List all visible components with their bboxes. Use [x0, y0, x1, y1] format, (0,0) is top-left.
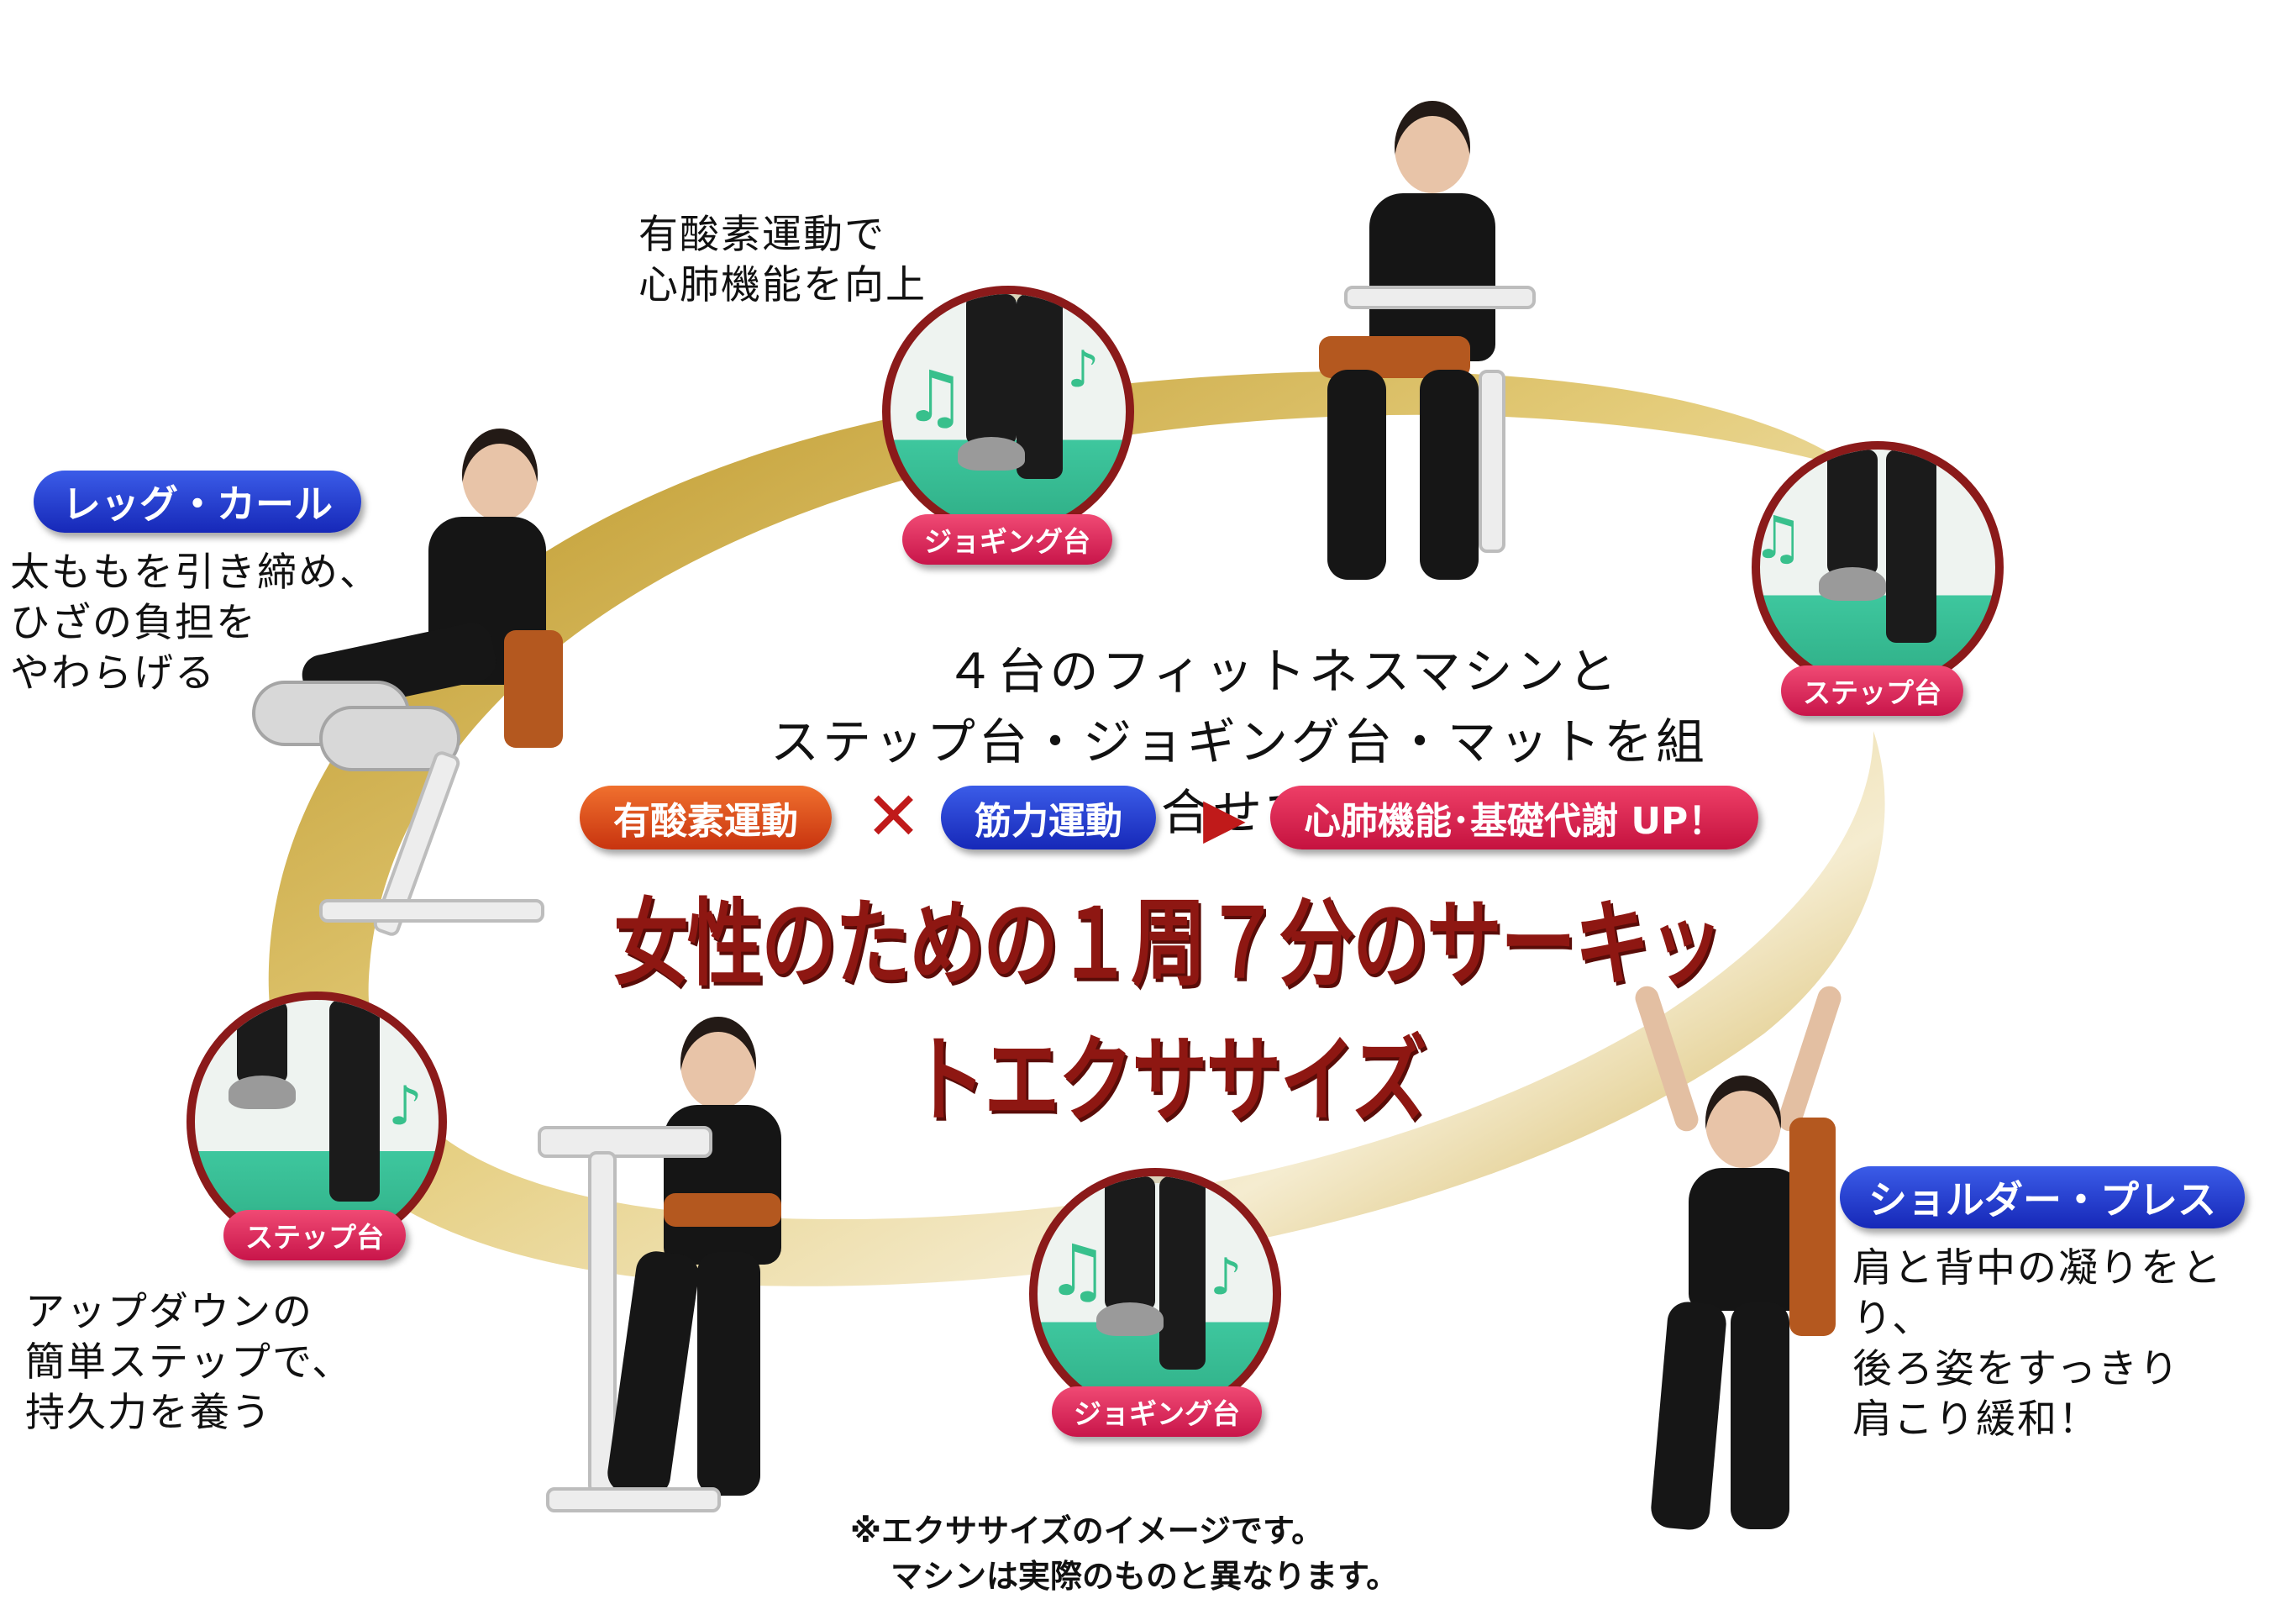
figure-chest-machine: [538, 1017, 790, 1538]
jogging-label-top: ジョギング台: [902, 514, 1112, 565]
music-note-icon: ♪: [1067, 340, 1100, 399]
aerobic-pill: 有酸素運動: [580, 786, 832, 849]
times-icon: ✕: [865, 777, 922, 855]
shoulder-press-desc: 肩と背中の凝りをとり、 後ろ姿をすっきり 肩こり緩和！: [1852, 1245, 2223, 1443]
jogging-circle-top: ♫ ♪: [882, 286, 1134, 538]
footnote-line2: マシンは実際のものと異なります。: [891, 1558, 1399, 1595]
arrow-right-icon: ▶: [1203, 786, 1246, 850]
music-note-double-icon: ♫: [903, 355, 967, 438]
music-note-icon: ♪: [388, 1076, 423, 1138]
aerobic-desc: 有酸素運動で 心肺機能を向上: [638, 212, 927, 308]
step-updown-desc: アップダウンの 簡単ステップで、 持久力を養う: [25, 1289, 354, 1436]
figure-leg-curl: [235, 429, 588, 949]
footnote: ※エクササイズのイメージです。 マシンは実際のものと異なります。: [850, 1508, 1398, 1599]
headline-line2: ステップ台・ジョギング台・マットを組合せて: [770, 713, 1708, 841]
figure-top-machine: [1277, 101, 1554, 597]
leg-curl-desc: 太ももを引き締め、 ひざの負担を やわらげる: [10, 550, 381, 697]
music-note-double-icon: ♫: [1046, 1229, 1110, 1312]
strength-pill: 筋力運動: [941, 786, 1156, 849]
music-note-icon: ♪: [1210, 1248, 1243, 1307]
music-note-double-icon: ♫: [1752, 503, 1805, 572]
leg-curl-label: レッグ・カール: [34, 471, 361, 533]
figure-shoulder-press: [1596, 966, 1848, 1532]
step-label-left: ステップ台: [223, 1210, 406, 1260]
jogging-circle-bottom: ♫ ♪: [1029, 1168, 1281, 1420]
ring-band: [268, 371, 1885, 1286]
headline-line1: ４台のフィットネスマシンと: [945, 643, 1621, 700]
footnote-line1: ※エクササイズのイメージです。: [850, 1512, 1324, 1549]
jogging-label-bottom: ジョギング台: [1052, 1386, 1262, 1437]
shoulder-press-label: ショルダー・プレス: [1840, 1166, 2245, 1228]
result-pill: 心肺機能･基礎代謝 UP！: [1270, 786, 1759, 849]
main-title: 女性のための１周７分のサーキットエクササイズ: [613, 889, 1724, 1136]
step-circle-right: ♫: [1752, 441, 2004, 693]
step-label-right: ステップ台: [1781, 665, 1963, 716]
